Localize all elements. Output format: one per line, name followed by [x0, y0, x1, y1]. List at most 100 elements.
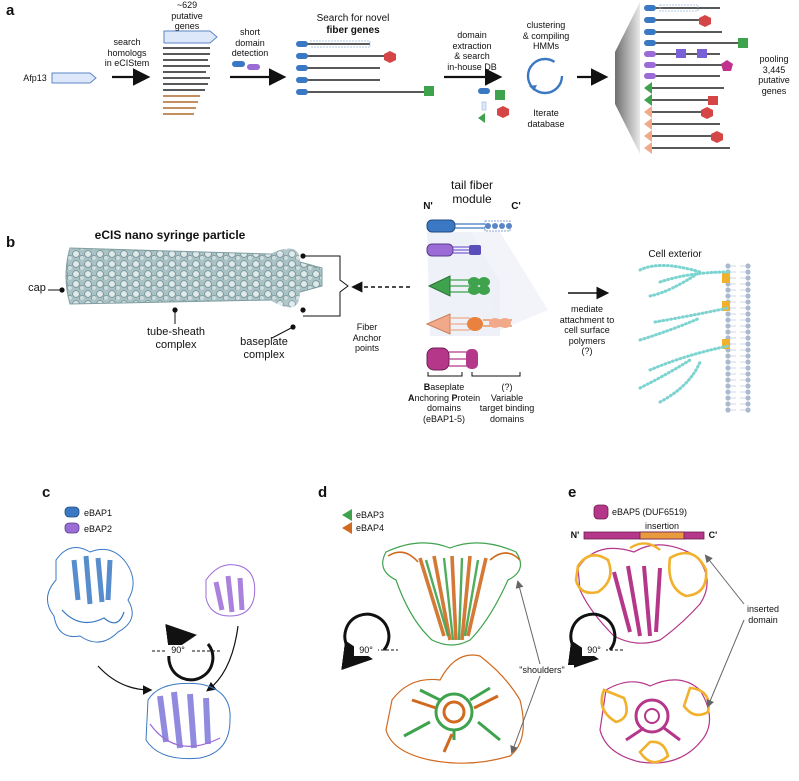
membrane-head: [745, 395, 750, 400]
putative-line-3: genes: [160, 21, 214, 32]
cap-label: cap: [26, 283, 48, 294]
tube-line-2: complex: [138, 339, 214, 352]
legend-ebap5: eBAP5 (DUF6519): [612, 507, 702, 518]
bap-word-2: nchoring: [415, 393, 450, 403]
membrane-head: [725, 395, 730, 400]
ebap3-4-top-view: [386, 655, 523, 763]
ebap1-structure: [47, 548, 133, 643]
mediate-line-2: attachment to: [554, 315, 620, 326]
variable-label: (?) Variable target binding domains: [472, 382, 542, 424]
bap-word-1: aseplate: [430, 382, 464, 392]
bap-line-2: Anchoring Protein: [408, 393, 480, 404]
legend-ebap2: eBAP2: [84, 524, 124, 535]
step2-line-1: short: [226, 27, 274, 38]
baseplate-line-2: complex: [226, 349, 302, 362]
membrane-head: [725, 329, 730, 334]
membrane-head: [745, 281, 750, 286]
membrane-head: [725, 293, 730, 298]
bap-line-4: (eBAP1-5): [408, 414, 480, 425]
mediate-label: mediate attachment to cell surface polym…: [554, 304, 620, 357]
membrane-head: [745, 293, 750, 298]
mediate-line-4: polymers: [554, 336, 620, 347]
mediate-line-3: cell surface: [554, 325, 620, 336]
variable-line-4: domains: [472, 414, 542, 425]
iterate-text: Iterate database: [516, 108, 576, 129]
panel-label-e: e: [568, 484, 576, 501]
short-domain-purple: [247, 64, 260, 70]
ebap5-n-term: N': [566, 530, 584, 541]
inserted-line-2: domain: [738, 615, 788, 626]
baseplate-label: baseplate complex: [226, 336, 302, 362]
membrane-head: [745, 269, 750, 274]
membrane-head: [745, 383, 750, 388]
rotation-label-e: 90°: [582, 645, 606, 656]
short-domain-blue: [232, 61, 245, 67]
search-title: Search for novel fiber genes: [300, 13, 406, 37]
step1-line-3: in eCIStem: [100, 58, 154, 69]
membrane-head: [745, 401, 750, 406]
baseplate-shape: [270, 249, 300, 308]
membrane-head: [745, 389, 750, 394]
module-n-term: N': [418, 202, 438, 213]
step3-line-1: domain: [442, 30, 502, 41]
module-c-term: C': [506, 202, 526, 213]
pooled-genes: [644, 5, 748, 154]
panel-label-b: b: [6, 234, 15, 251]
legend-ebap1: eBAP1: [84, 508, 124, 519]
step1-line-1: search: [100, 37, 154, 48]
iterate-line-2: database: [516, 119, 576, 130]
module-title-line-2: module: [432, 192, 512, 206]
panel-d-graphics: [342, 509, 540, 763]
panel-label-a: a: [6, 2, 14, 19]
pooling-line-2: 3,445: [752, 65, 796, 76]
membrane-head: [745, 305, 750, 310]
shoulders-label: "shoulders": [510, 665, 574, 676]
panel-label-c: c: [42, 484, 50, 501]
panel-c-graphics: [47, 507, 254, 759]
cluster-line-2: & compiling: [514, 31, 578, 42]
rotation-label-c: 90°: [166, 645, 190, 656]
cluster-line-1: clustering: [514, 20, 578, 31]
tube-line-1: tube-sheath: [138, 326, 214, 339]
membrane-head: [745, 275, 750, 280]
membrane-head: [725, 407, 730, 412]
membrane-head: [725, 311, 730, 316]
membrane-head: [745, 311, 750, 316]
step1-line-2: homologs: [100, 48, 154, 59]
insertion-label: insertion: [634, 521, 690, 532]
rotation-label-d: 90°: [354, 645, 378, 656]
membrane-head: [725, 359, 730, 364]
membrane-head: [745, 365, 750, 370]
step3-line-2: extraction: [442, 41, 502, 52]
surface-polymers: [640, 265, 728, 402]
iterate-line-1: Iterate: [516, 108, 576, 119]
membrane-head: [745, 359, 750, 364]
variable-line-3: target binding: [472, 403, 542, 414]
module-title-line-1: tail fiber: [432, 178, 512, 192]
extracted-domains: [478, 88, 509, 123]
membrane-head: [725, 353, 730, 358]
step2-line-2: domain: [226, 38, 274, 49]
step3-text: domain extraction & search in-house DB: [442, 30, 502, 72]
inserted-line-1: inserted: [738, 604, 788, 615]
ebap3-4-side-view: [383, 543, 521, 645]
pooling-line-4: genes: [752, 86, 796, 97]
search-title-line-2: fiber genes: [300, 25, 406, 37]
panel-e-graphics: [570, 505, 744, 763]
cluster-text: clustering & compiling HMMs: [514, 20, 578, 52]
ebap5-side-view: [576, 543, 707, 643]
step2-text: short domain detection: [226, 27, 274, 59]
membrane-head: [745, 371, 750, 376]
membrane-head: [745, 263, 750, 268]
membrane-head: [725, 371, 730, 376]
module-title: tail fiber module: [432, 178, 512, 206]
membrane-head: [725, 287, 730, 292]
membrane-head: [745, 347, 750, 352]
membrane-head: [745, 341, 750, 346]
putative-line-1: ~629: [160, 0, 214, 11]
homolog-lines: [163, 48, 210, 90]
anchor-line-3: points: [340, 343, 394, 354]
membrane-head: [745, 407, 750, 412]
panel-b-graphics: [48, 220, 751, 413]
cell-membrane: [722, 263, 751, 412]
